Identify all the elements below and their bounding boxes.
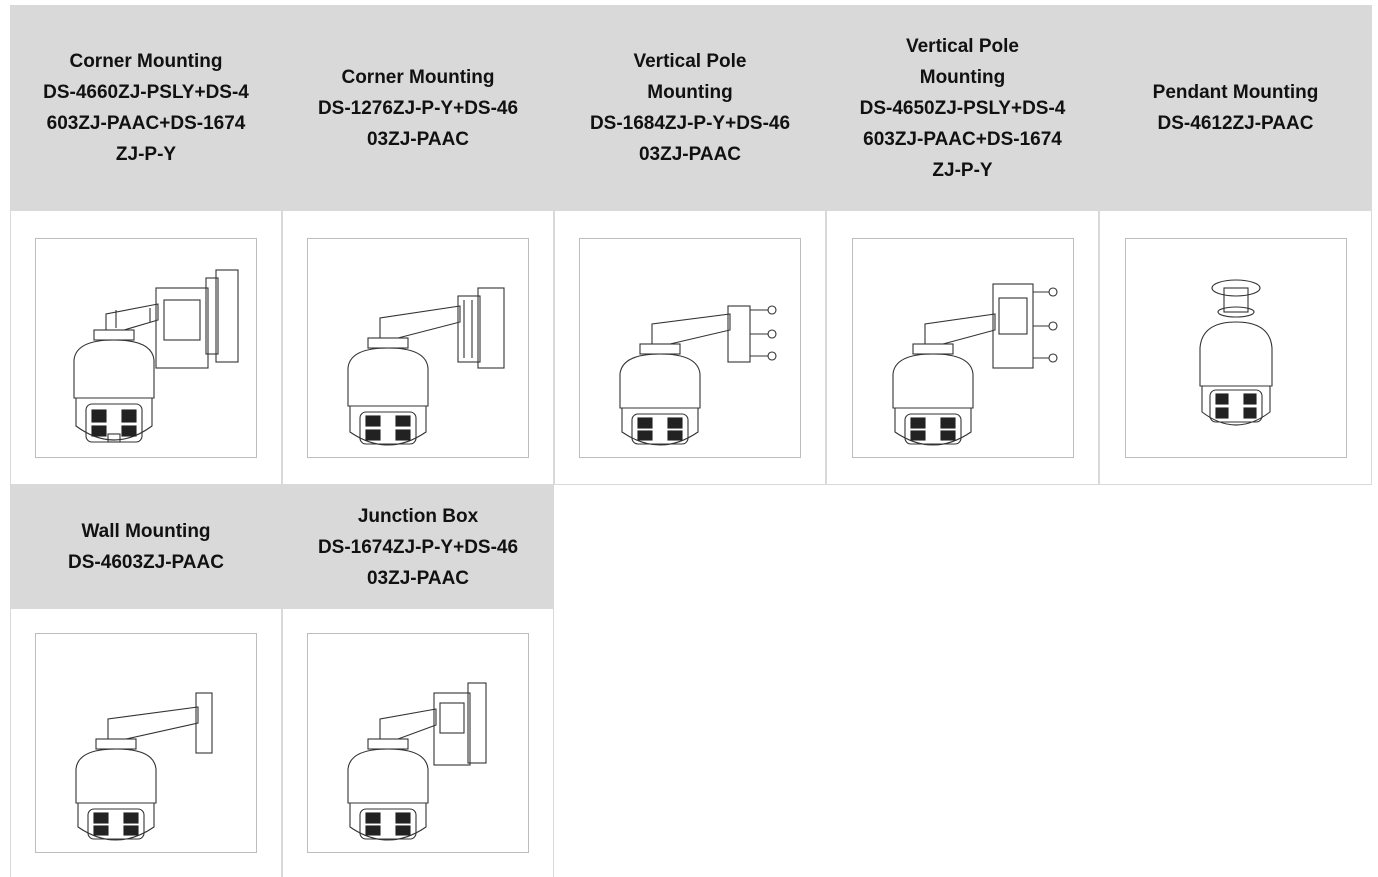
- image-cell-pole: [554, 211, 826, 485]
- header-corner-mounting: Corner Mounting DS-1276ZJ-P-Y+DS-46 03ZJ…: [282, 5, 554, 211]
- pole-mount-psly-illustration: [851, 237, 1074, 458]
- image-cell-pole-psly: [826, 211, 1099, 485]
- corner-mount-psly-illustration: [35, 237, 257, 458]
- header-junction-box: Junction Box DS-1674ZJ-P-Y+DS-46 03ZJ-PA…: [282, 485, 554, 609]
- header-wall-mounting: Wall Mounting DS-4603ZJ-PAAC: [10, 485, 282, 609]
- pendant-mount-illustration: [1124, 237, 1347, 458]
- image-cell-wall: [10, 609, 282, 877]
- header-corner-mounting-psly: Corner Mounting DS-4660ZJ-PSLY+DS-4 603Z…: [10, 5, 282, 211]
- header-vertical-pole-mounting: Vertical Pole Mounting DS-1684ZJ-P-Y+DS-…: [554, 5, 826, 211]
- wall-mount-illustration: [35, 633, 257, 853]
- corner-mount-illustration: [307, 237, 529, 458]
- image-cell-corner-psly: [10, 211, 282, 485]
- header-pendant-mounting: Pendant Mounting DS-4612ZJ-PAAC: [1099, 5, 1372, 211]
- image-cell-corner: [282, 211, 554, 485]
- junction-box-illustration: [307, 633, 529, 853]
- image-cell-pendant: [1099, 211, 1372, 485]
- header-vertical-pole-mounting-psly: Vertical Pole Mounting DS-4650ZJ-PSLY+DS…: [826, 5, 1099, 211]
- pole-mount-illustration: [579, 237, 801, 458]
- image-cell-junction-box: [282, 609, 554, 877]
